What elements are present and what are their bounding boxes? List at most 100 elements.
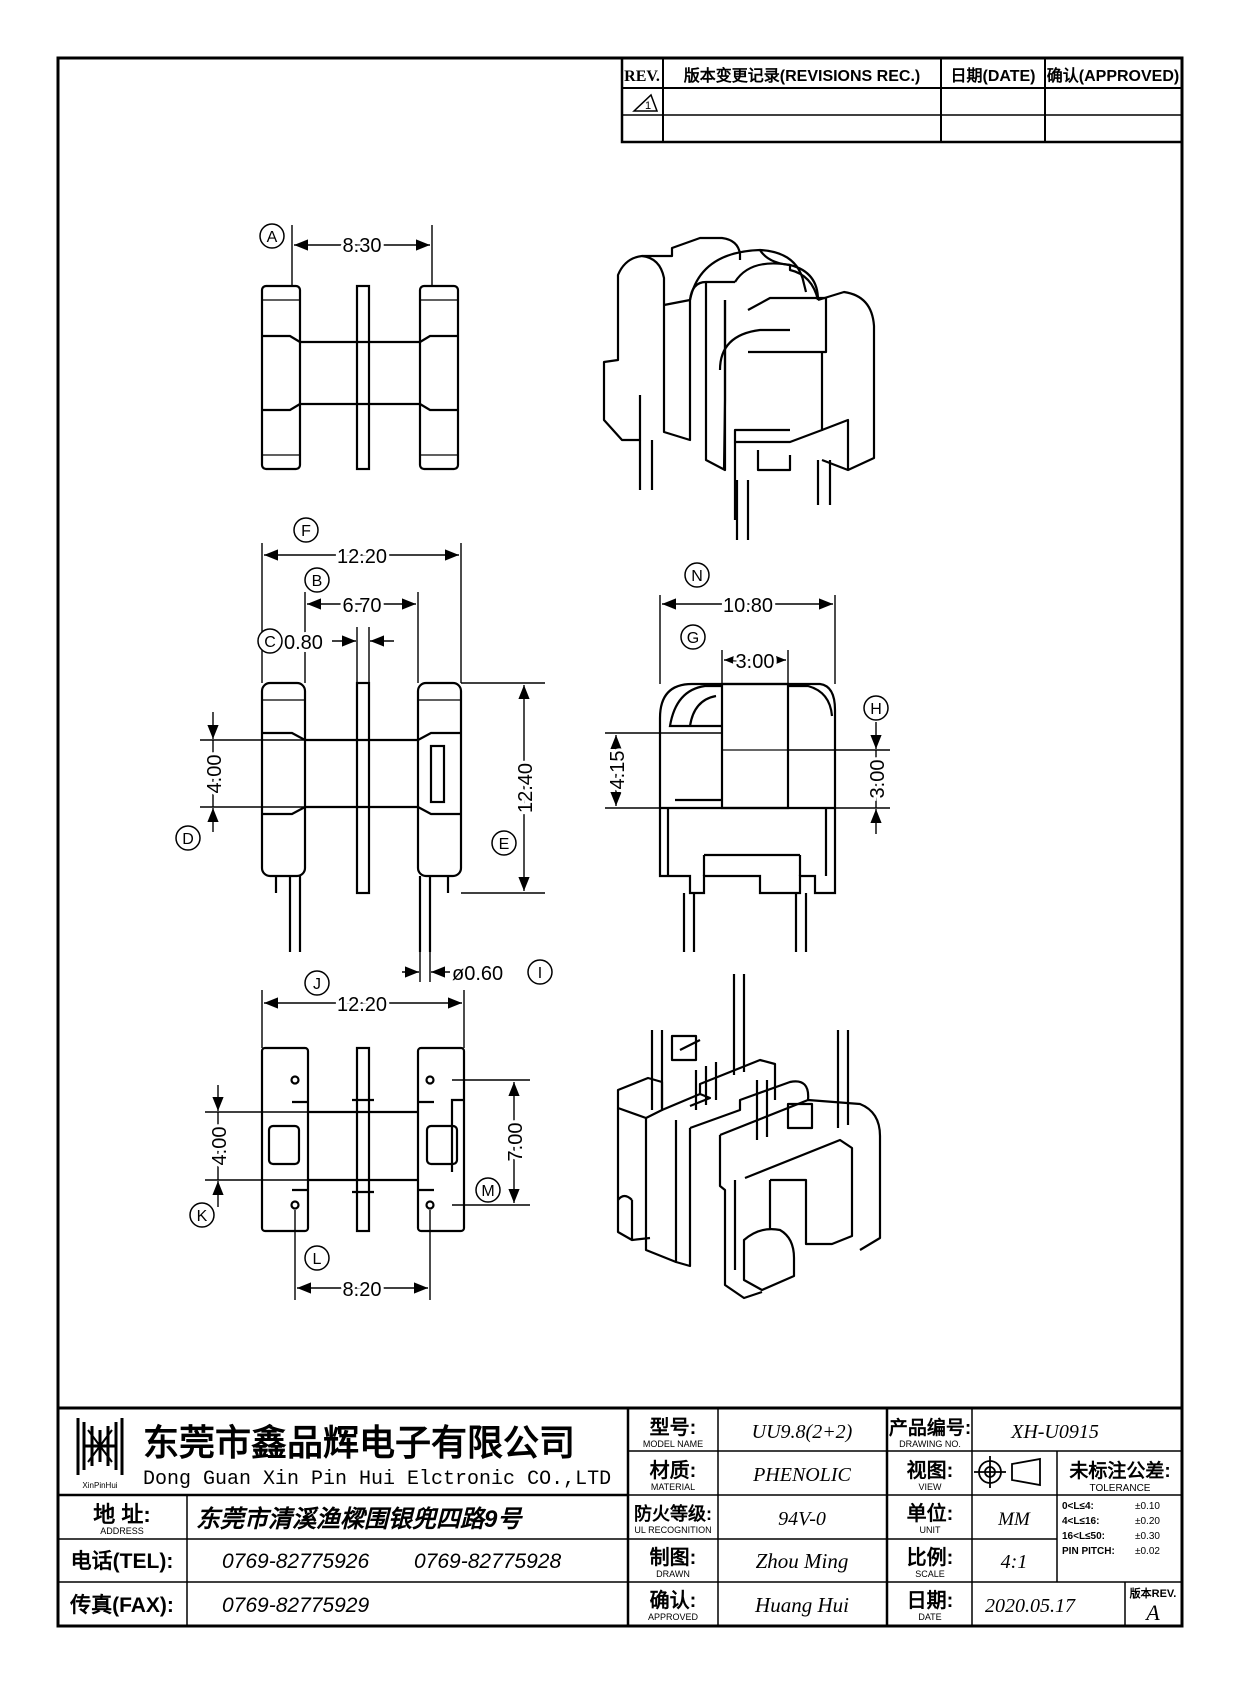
dim-a [291, 225, 433, 286]
dim-m-value: 7.00 [505, 1123, 527, 1162]
svg-text:F: F [301, 523, 311, 540]
svg-text:M: M [481, 1183, 494, 1200]
drawing-no-value: XH-U0915 [1010, 1421, 1099, 1443]
side-view [658, 682, 837, 952]
svg-text:N: N [691, 568, 703, 585]
dim-b [304, 592, 419, 683]
logo-text: XinPinHui [82, 1481, 117, 1490]
label-e: E [491, 830, 517, 856]
title-block-grid [58, 1406, 1182, 1626]
material-value: PHENOLIC [752, 1464, 851, 1486]
ul-value: 94V-0 [778, 1508, 826, 1530]
svg-text:K: K [197, 1208, 208, 1225]
drawing-no-label: 产品编号: [889, 1416, 971, 1439]
dim-c-value: 0.80 [284, 632, 323, 654]
isometric-view-top [602, 236, 876, 540]
model-value: UU9.8(2+2) [752, 1421, 853, 1443]
address-value: 东莞市清溪渔樑围银兜四路9号 [196, 1506, 523, 1533]
rev-value: A [1144, 1600, 1160, 1625]
rev-col-header: REV. [624, 68, 660, 85]
dim-l-value: 8.20 [343, 1279, 382, 1301]
dim-k-value: 4.00 [209, 1127, 231, 1166]
unit-label: 单位: [907, 1501, 954, 1525]
label-d: D [175, 825, 201, 851]
ul-label-en: UL RECOGNITION [634, 1525, 711, 1535]
drawn-label: 制图: [650, 1546, 697, 1569]
label-m: M [475, 1177, 501, 1203]
tolerance-range-4: PIN PITCH: [1062, 1546, 1115, 1557]
label-c: C [257, 628, 283, 654]
drawing-no-label-en: DRAWING NO. [899, 1439, 961, 1449]
material-label-en: MATERIAL [651, 1482, 695, 1492]
projection-symbol-icon [974, 1456, 1041, 1488]
dim-h [788, 722, 890, 834]
approved-label: 确认: [650, 1588, 697, 1612]
label-h: H [863, 695, 889, 721]
svg-text:A: A [267, 229, 278, 246]
material-label: 材质: [650, 1459, 697, 1482]
scale-value: 4:1 [1001, 1551, 1028, 1573]
dim-b-value: 6.70 [343, 595, 382, 617]
revisions-table [620, 56, 1184, 144]
model-label-en: MODEL NAME [643, 1439, 703, 1449]
dim-k [205, 1085, 308, 1207]
svg-text:J: J [313, 976, 321, 993]
label-n: N [684, 562, 710, 588]
dim-f-value: 12.20 [337, 546, 387, 568]
dim-e-value: 12.40 [515, 763, 537, 813]
dim-d [200, 712, 305, 832]
scale-label: 比例: [907, 1545, 954, 1569]
dim-415 [605, 732, 722, 809]
tolerance-value-1: ±0.10 [1135, 1501, 1160, 1512]
top-view [260, 284, 460, 471]
dim-415-value: 4.15 [607, 751, 629, 790]
svg-text:E: E [499, 836, 510, 853]
address-label-en: ADDRESS [100, 1526, 144, 1536]
tolerance-range-1: 0<L≤4: [1062, 1501, 1094, 1512]
svg-text:B: B [312, 573, 323, 590]
dim-g-value: 3.00 [736, 651, 775, 673]
dim-l [294, 1210, 431, 1300]
date-label: 日期: [907, 1589, 954, 1612]
dim-j [261, 990, 465, 1048]
tolerance-value-2: ±0.20 [1135, 1516, 1160, 1527]
model-label: 型号: [650, 1416, 697, 1439]
rev-date-col-header: 日期(DATE) [950, 66, 1035, 85]
address-label: 地 址: [93, 1502, 150, 1527]
rev-approved-col-header: 确认(APPROVED) [1047, 66, 1179, 85]
tolerance-range-3: 16<L≤50: [1062, 1531, 1105, 1542]
svg-text:H: H [870, 701, 882, 718]
tolerance-label: 未标注公差: [1068, 1459, 1170, 1482]
view-label-en: VIEW [918, 1482, 942, 1492]
dim-d-value: 4.00 [204, 755, 226, 794]
isometric-view-bottom [616, 974, 882, 1300]
svg-text:C: C [264, 634, 276, 651]
label-a: A [259, 223, 285, 249]
label-i: I [527, 959, 553, 985]
unit-label-en: UNIT [920, 1525, 941, 1535]
dim-e [461, 682, 545, 894]
dim-i [402, 952, 450, 982]
label-f: F [293, 517, 319, 543]
tel-label: 电话(TEL): [71, 1550, 174, 1573]
date-value: 2020.05.17 [985, 1595, 1076, 1617]
drawn-label-en: DRAWN [656, 1569, 690, 1579]
dim-a-value: 8.30 [343, 235, 382, 257]
tolerance-label-en: TOLERANCE [1090, 1483, 1151, 1494]
label-l: L [304, 1245, 330, 1271]
company-logo: XinPinHui [76, 1418, 124, 1490]
tel-value-2: 0769-82775928 [414, 1550, 561, 1573]
dim-m [452, 1079, 530, 1206]
revision-triangle-icon: 1 [632, 93, 659, 112]
date-label-en: DATE [918, 1612, 941, 1622]
fax-value: 0769-82775929 [222, 1594, 369, 1617]
drawing-frame [56, 56, 1184, 1628]
drawn-value: Zhou Ming [756, 1549, 849, 1573]
rev-label: 版本REV. [1130, 1586, 1177, 1600]
approved-label-en: APPROVED [648, 1612, 699, 1622]
svg-text:D: D [182, 831, 194, 848]
label-g: G [680, 624, 706, 650]
label-j: J [304, 970, 330, 996]
tolerance-range-2: 4<L≤16: [1062, 1516, 1099, 1527]
